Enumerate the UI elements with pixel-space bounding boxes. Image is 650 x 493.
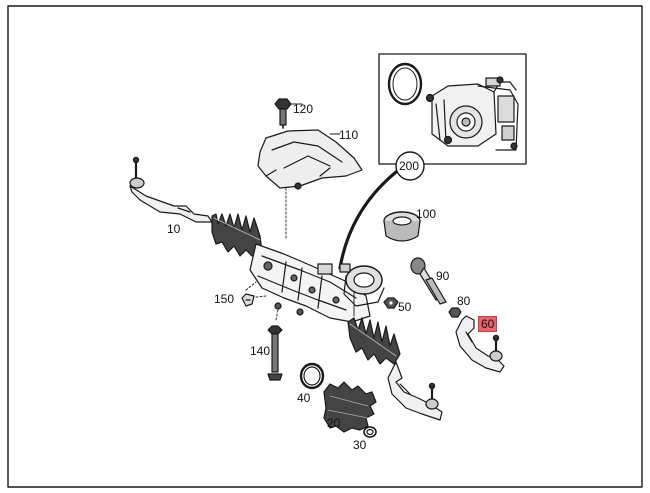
tie-rod-end-lower-right [387, 361, 443, 421]
label-50: 50 [398, 300, 412, 314]
inset-leader [338, 170, 398, 270]
inner-tie-rod-90 [410, 257, 447, 305]
label-80: 80 [457, 294, 471, 308]
label-30: 30 [353, 438, 367, 452]
label-150: 150 [214, 292, 235, 306]
tie-rod-end-60 [455, 315, 505, 373]
label-10: 10 [167, 222, 181, 236]
heat-shield-110 [257, 129, 363, 190]
label-140: 140 [250, 344, 271, 358]
label-110: 110 [339, 128, 359, 142]
label-90: 90 [436, 269, 450, 283]
inset-motor-unit [378, 53, 527, 165]
small-clamp-30 [363, 426, 377, 438]
bolt-120 [274, 98, 292, 129]
diagram-border [7, 5, 643, 488]
label-40: 40 [297, 391, 311, 405]
bellows-boot-20 [323, 381, 377, 433]
bolt-140 [267, 325, 283, 381]
nut-80 [448, 307, 462, 318]
label-200: 200 [399, 159, 420, 173]
clamp-ring-40 [299, 362, 325, 390]
tie-rod-end-10 [129, 156, 213, 223]
label-20: 20 [327, 416, 341, 430]
nut-50 [383, 297, 399, 309]
steering-rack [211, 213, 401, 365]
callout-circle-200 [395, 151, 425, 181]
label-120: 120 [293, 102, 314, 116]
label-60[interactable]: 60 [478, 316, 498, 332]
clip-150 [241, 293, 255, 307]
seal-100 [383, 211, 421, 242]
label-100: 100 [416, 207, 437, 221]
